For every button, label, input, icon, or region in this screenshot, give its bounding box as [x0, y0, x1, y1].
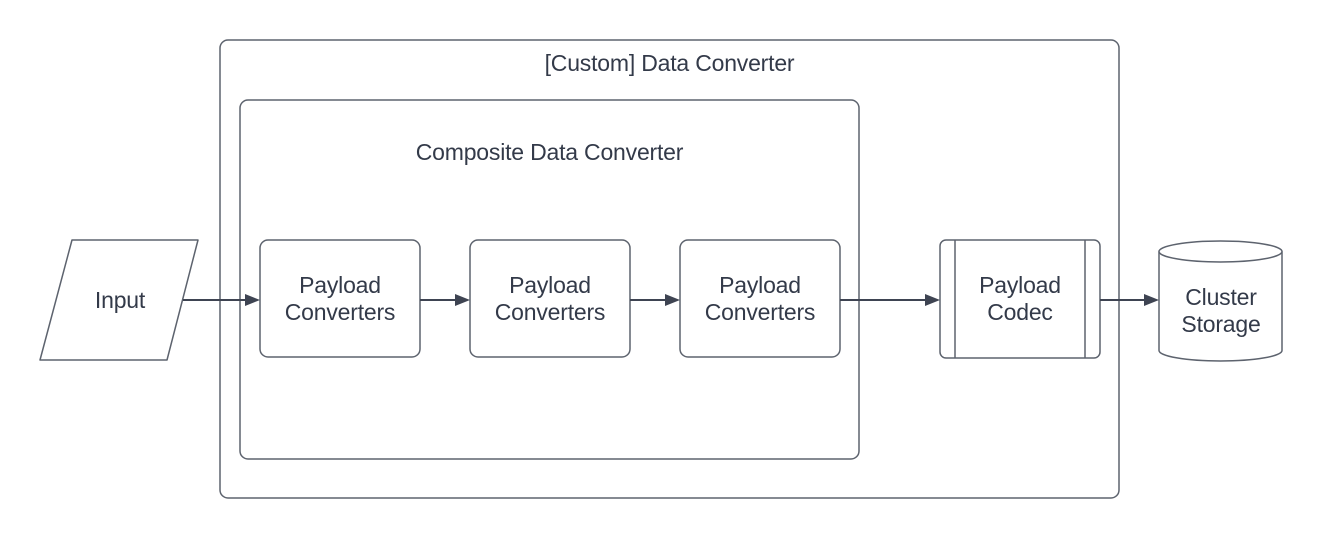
edge-converter2-to-converter3	[630, 294, 680, 306]
payload-converter-3-box	[679, 239, 841, 358]
edge-input-to-converter1	[183, 294, 260, 306]
cluster-storage-cylinder-body	[1158, 251, 1283, 362]
payload-converter-1-box	[259, 239, 421, 358]
inner-container-title: Composite Data Converter	[415, 139, 684, 165]
cluster-storage-label: Cluster Storage	[1181, 283, 1261, 337]
cluster-storage-cylinder-top	[1158, 240, 1283, 263]
edge-codec-to-storage	[1100, 294, 1159, 306]
outer-container-box	[219, 39, 1120, 499]
payload-converter-3-label: Payload Converters	[704, 271, 816, 325]
payload-codec-label: Payload Codec	[979, 272, 1061, 325]
inner-container-box	[239, 99, 860, 460]
payload-converter-1-label: Payload Converters	[284, 271, 396, 325]
outer-container-title: [Custom] Data Converter	[544, 50, 795, 76]
input-parallelogram	[39, 239, 199, 361]
edge-converter3-to-codec	[840, 294, 940, 306]
payload-converter-2-label: Payload Converters	[494, 271, 606, 325]
input-label: Input	[94, 286, 146, 313]
edge-converter1-to-converter2	[420, 294, 470, 306]
payload-converter-2-box	[469, 239, 631, 358]
